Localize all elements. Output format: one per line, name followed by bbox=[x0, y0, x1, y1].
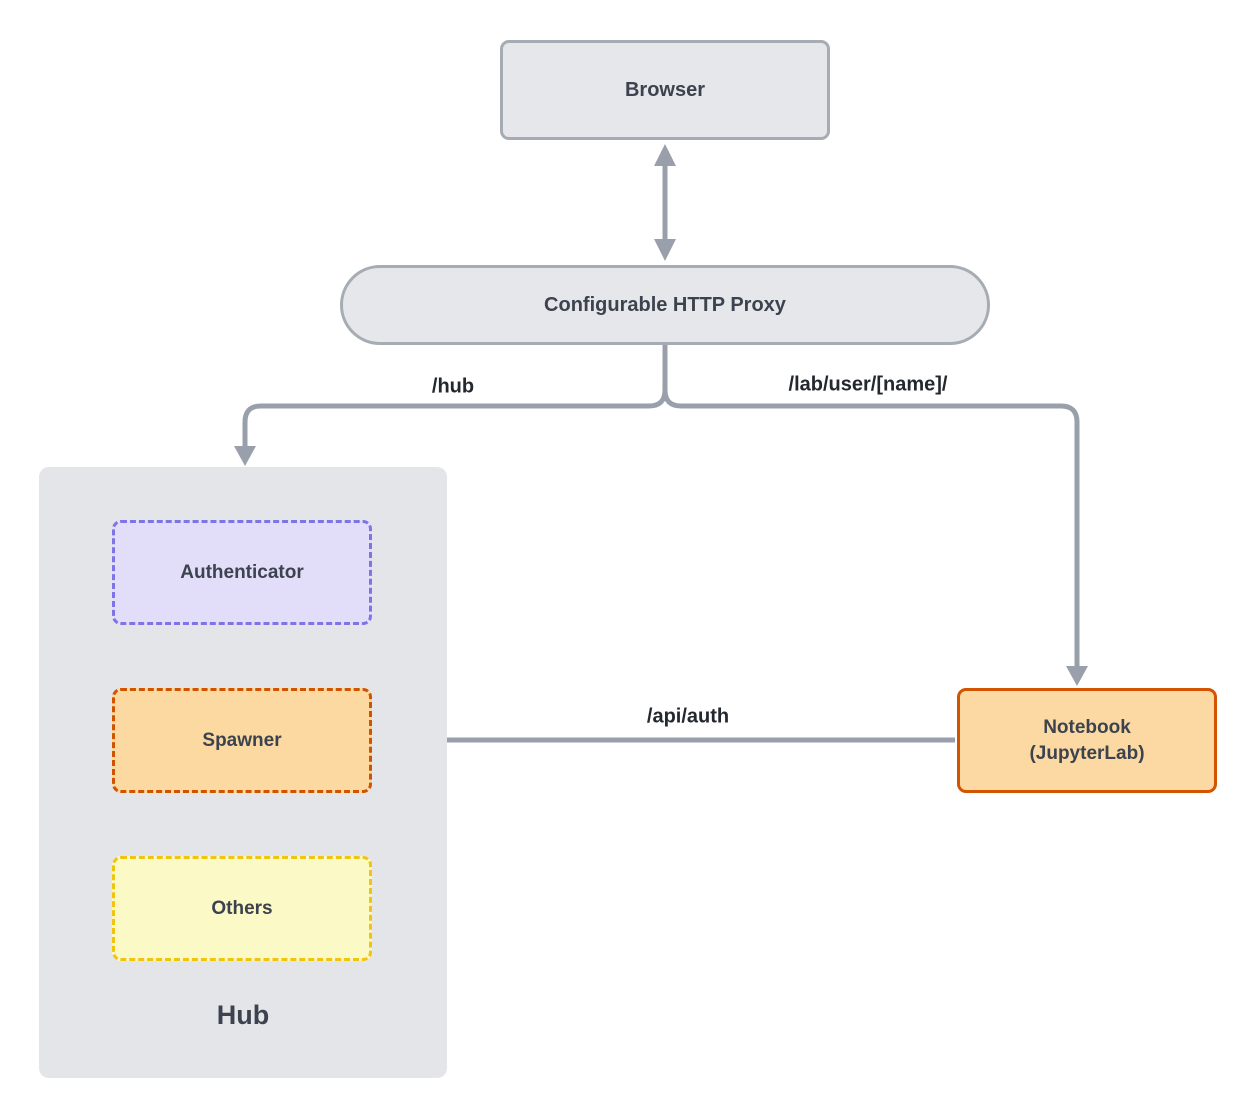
node-notebook-jupyterlab: Notebook (JupyterLab) bbox=[957, 688, 1217, 793]
edge-proxy-hub bbox=[234, 345, 668, 466]
edge-label-api-auth: /api/auth bbox=[646, 705, 730, 728]
node-authenticator: Authenticator bbox=[112, 520, 372, 625]
edge-browser-proxy bbox=[654, 144, 676, 261]
node-hub-container: Authenticator Spawner Others Hub bbox=[39, 467, 447, 1078]
node-configurable-http-proxy: Configurable HTTP Proxy bbox=[340, 265, 990, 345]
node-spawner-label: Spawner bbox=[202, 729, 282, 751]
edge-label-lab-route: /lab/user/[name]/ bbox=[788, 373, 948, 396]
node-spawner: Spawner bbox=[112, 688, 372, 793]
node-authenticator-label: Authenticator bbox=[180, 561, 304, 583]
edge-proxy-notebook bbox=[662, 345, 1088, 686]
node-others-label: Others bbox=[211, 897, 273, 919]
node-notebook-label-line1: Notebook bbox=[1043, 716, 1131, 738]
node-proxy-label: Configurable HTTP Proxy bbox=[544, 293, 786, 316]
edge-label-hub-route: /hub bbox=[431, 375, 475, 398]
node-browser-label: Browser bbox=[624, 78, 706, 101]
node-others: Others bbox=[112, 856, 372, 961]
edge-notebook-spawner bbox=[375, 729, 955, 751]
node-browser: Browser bbox=[500, 40, 830, 140]
node-notebook-label-line2: (JupyterLab) bbox=[1029, 742, 1145, 764]
hub-container-label: Hub bbox=[216, 1000, 270, 1030]
